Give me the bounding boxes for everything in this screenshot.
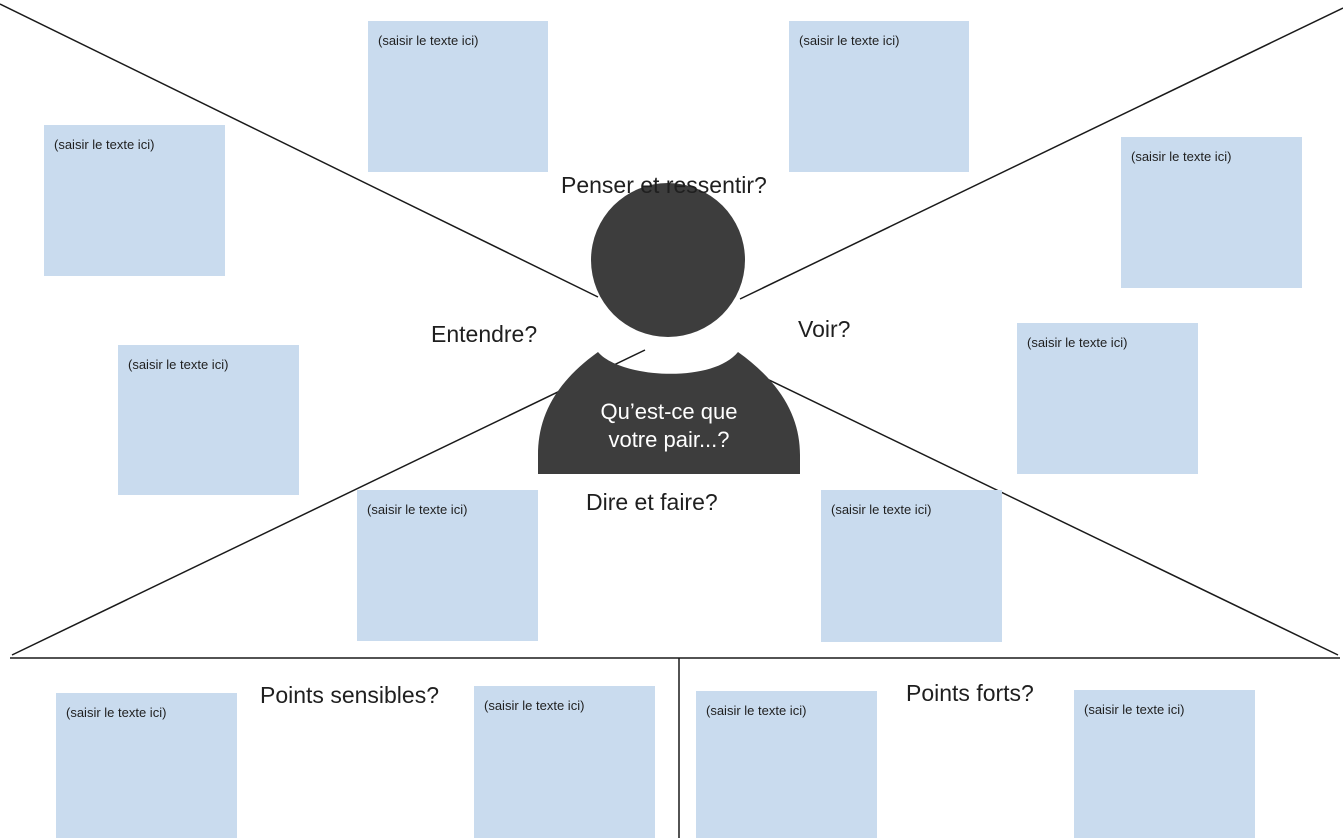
note-placeholder: (saisir le texte ici) (706, 703, 807, 718)
divider-top-right (739, 7, 1343, 300)
label-gains: Points forts? (906, 680, 1034, 706)
note-hear-1[interactable]: (saisir le texte ici) (44, 125, 225, 276)
note-gains-2[interactable]: (saisir le texte ici) (1074, 690, 1255, 838)
person-body-icon (538, 352, 800, 474)
center-question-line2: votre pair...? (608, 427, 730, 452)
note-pains-2[interactable]: (saisir le texte ici) (474, 686, 655, 838)
divider-top-left (0, 3, 599, 298)
note-pains-1[interactable]: (saisir le texte ici) (56, 693, 237, 838)
note-say-do-1[interactable]: (saisir le texte ici) (357, 490, 538, 641)
note-placeholder: (saisir le texte ici) (128, 357, 229, 372)
label-hear: Entendre? (431, 321, 538, 347)
divider-bottom-right (764, 377, 1339, 656)
note-placeholder: (saisir le texte ici) (54, 137, 155, 152)
note-placeholder: (saisir le texte ici) (367, 502, 468, 517)
label-see: Voir? (798, 316, 851, 342)
note-placeholder: (saisir le texte ici) (484, 698, 585, 713)
note-placeholder: (saisir le texte ici) (1027, 335, 1128, 350)
label-say-do: Dire et faire? (586, 489, 718, 515)
person-head-icon (591, 183, 745, 337)
note-placeholder: (saisir le texte ici) (378, 33, 479, 48)
note-see-1[interactable]: (saisir le texte ici) (1121, 137, 1302, 288)
note-placeholder: (saisir le texte ici) (799, 33, 900, 48)
label-pains: Points sensibles? (260, 682, 439, 708)
label-think-feel: Penser et ressentir? (561, 172, 767, 198)
note-see-2[interactable]: (saisir le texte ici) (1017, 323, 1198, 474)
center-question-line1: Qu’est-ce que (600, 399, 738, 424)
note-placeholder: (saisir le texte ici) (66, 705, 167, 720)
note-placeholder: (saisir le texte ici) (1084, 702, 1185, 717)
note-think-feel-2[interactable]: (saisir le texte ici) (789, 21, 969, 172)
note-placeholder: (saisir le texte ici) (1131, 149, 1232, 164)
center-question: Qu’est-ce que votre pair...? (569, 398, 769, 454)
note-think-feel-1[interactable]: (saisir le texte ici) (368, 21, 548, 172)
note-placeholder: (saisir le texte ici) (831, 502, 932, 517)
note-say-do-2[interactable]: (saisir le texte ici) (821, 490, 1002, 642)
note-hear-2[interactable]: (saisir le texte ici) (118, 345, 299, 495)
divider-bottom-left (11, 349, 646, 656)
note-gains-1[interactable]: (saisir le texte ici) (696, 691, 877, 838)
